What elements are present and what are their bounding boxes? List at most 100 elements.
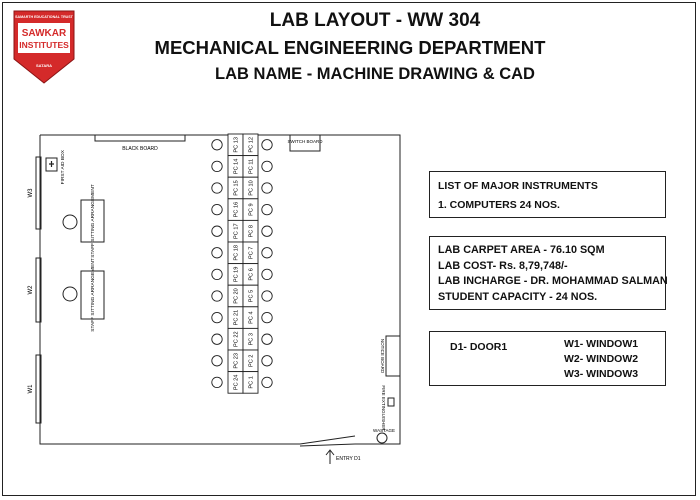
switch-board-label: SWITCH BOARD [287, 139, 323, 144]
pc-left-label: PC 23 [234, 353, 240, 369]
pc-left-label: PC 13 [234, 137, 240, 153]
title-line1: LAB LAYOUT - WW 304 [269, 10, 481, 31]
pc-chair-left [211, 311, 223, 324]
instruments-heading: LIST OF MAJOR INSTRUMENTS [438, 180, 598, 192]
pc-right-label: PC 3 [249, 333, 255, 345]
pc-chair-right [261, 355, 273, 367]
pc-right-label: PC 10 [249, 180, 255, 196]
pc-left-label: PC 14 [234, 159, 240, 175]
pc-chair-right [261, 225, 273, 237]
pc-left-label: PC 18 [234, 245, 240, 261]
black-board [94, 134, 186, 142]
pc-chair-left [211, 203, 223, 216]
door-d1 [299, 435, 356, 447]
pc-chair-right [261, 139, 273, 151]
black-board-label: BLACK BOARD [122, 146, 158, 152]
pc-right-label: PC 9 [249, 203, 255, 215]
instruments-box: LIST OF MAJOR INSTRUMENTS 1. COMPUTERS 2… [429, 171, 666, 218]
pc-chair-right [261, 376, 273, 389]
staff-chair-2 [62, 286, 78, 302]
sawkar-logo: SAMARTH EDUCATIONAL TRUST SAWKAR INSTITU… [13, 10, 75, 84]
pc-right-label: PC 1 [249, 376, 255, 388]
legend-w2: W2- WINDOW2 [564, 353, 639, 365]
legend-w3: W3- WINDOW3 [564, 368, 639, 380]
pc-left-label: PC 17 [234, 223, 240, 239]
pc-right-label: PC 8 [249, 225, 255, 237]
entry-label: ENTRY D1 [336, 456, 361, 462]
staff-table-2 [80, 270, 105, 320]
pc-chair-right [261, 290, 273, 302]
pc-chair-right [261, 160, 273, 173]
fire-extinguisher-label: FIRE EXTINGUISHER [381, 385, 386, 431]
pc-chair-left [211, 225, 223, 237]
wastage-label: WASTAGE [373, 428, 395, 433]
pc-right-label: PC 2 [249, 355, 255, 367]
pc-right-label: PC 11 [249, 159, 255, 174]
w2-label: W2 [28, 285, 34, 295]
fire-extinguisher [387, 397, 395, 407]
logo-name-line1: SAWKAR [22, 28, 67, 39]
pc-right-label: PC 12 [249, 137, 255, 153]
entry-arrow [325, 449, 335, 464]
wastage-bin [376, 432, 388, 444]
student-capacity: STUDENT CAPACITY - 24 NOS. [438, 290, 598, 303]
lab-carpet-area: LAB CARPET AREA - 76.10 SQM [438, 244, 605, 256]
notice-board-label: NOTICE BOARD [380, 339, 385, 374]
pc-right-desk [242, 371, 259, 394]
pc-left-label: PC 19 [234, 267, 240, 283]
first-aid-box [45, 157, 58, 172]
title-line2: MECHANICAL ENGINEERING DEPARTMENT [154, 37, 546, 58]
lab-cost: LAB COST- Rs. 8,79,748/- [438, 259, 568, 272]
w1-label: W1 [28, 384, 34, 394]
title-line3: LAB NAME - MACHINE DRAWING & CAD [215, 65, 535, 83]
pc-chair-left [211, 182, 223, 194]
pc-chair-left [211, 355, 223, 367]
pc-right-label: PC 5 [249, 290, 255, 302]
lab-incharge: LAB INCHARGE - DR. MOHAMMAD SALMAN [438, 275, 668, 287]
pc-chair-left [211, 247, 223, 259]
pc-right-label: PC 7 [249, 247, 255, 259]
pc-chair-left [211, 333, 223, 345]
pc-left-label: PC 16 [234, 202, 240, 218]
staff-table-1 [80, 199, 105, 243]
logo-name-line2: INSTITUTES [19, 40, 69, 50]
pc-chair-right [261, 247, 273, 259]
legend-box: D1- DOOR1 W1- WINDOW1 W2- WINDOW2 W3- WI… [429, 331, 666, 386]
logo-bottom-text: SATARA [36, 63, 52, 68]
pc-chair-right [261, 311, 273, 324]
pc-chair-right [261, 203, 273, 216]
window-w2 [35, 257, 42, 323]
pc-chair-right [261, 333, 273, 345]
lab-info-box: LAB CARPET AREA - 76.10 SQM LAB COST- Rs… [429, 236, 668, 310]
window-w1 [35, 354, 42, 424]
pc-left-label: PC 24 [234, 375, 240, 391]
pc-chair-left [211, 139, 223, 151]
pc-right-label: PC 4 [249, 311, 255, 323]
pc-left-label: PC 20 [234, 288, 240, 304]
pc-chair-left [211, 160, 223, 173]
instruments-item-1: 1. COMPUTERS 24 NOS. [438, 199, 560, 211]
first-aid-label: FIRST AID BOX [60, 149, 66, 184]
first-aid-cross-icon [49, 161, 54, 167]
legend-door: D1- DOOR1 [450, 341, 508, 353]
staff-2-label: STAFF SITTING ARRANGEMENT [90, 258, 96, 332]
pc-chair-right [261, 182, 273, 194]
page-border [2, 2, 696, 496]
pc-chair-left [211, 290, 223, 302]
staff-1-label: STAFF SITTING ARRANGEMENT [90, 184, 96, 258]
pc-chair-right [261, 268, 273, 281]
notice-board [385, 335, 401, 377]
logo-top-text: SAMARTH EDUCATIONAL TRUST [15, 15, 74, 19]
w3-label: W3 [28, 188, 34, 198]
legend-w1: W1- WINDOW1 [564, 338, 639, 350]
pc-chair-left [211, 268, 223, 281]
room-walls [40, 134, 401, 445]
pc-left-label: PC 21 [234, 310, 240, 326]
pc-chair-left [211, 376, 223, 389]
pc-left-label: PC 22 [234, 331, 240, 347]
pc-right-label: PC 6 [249, 268, 255, 280]
window-w3 [35, 156, 42, 230]
